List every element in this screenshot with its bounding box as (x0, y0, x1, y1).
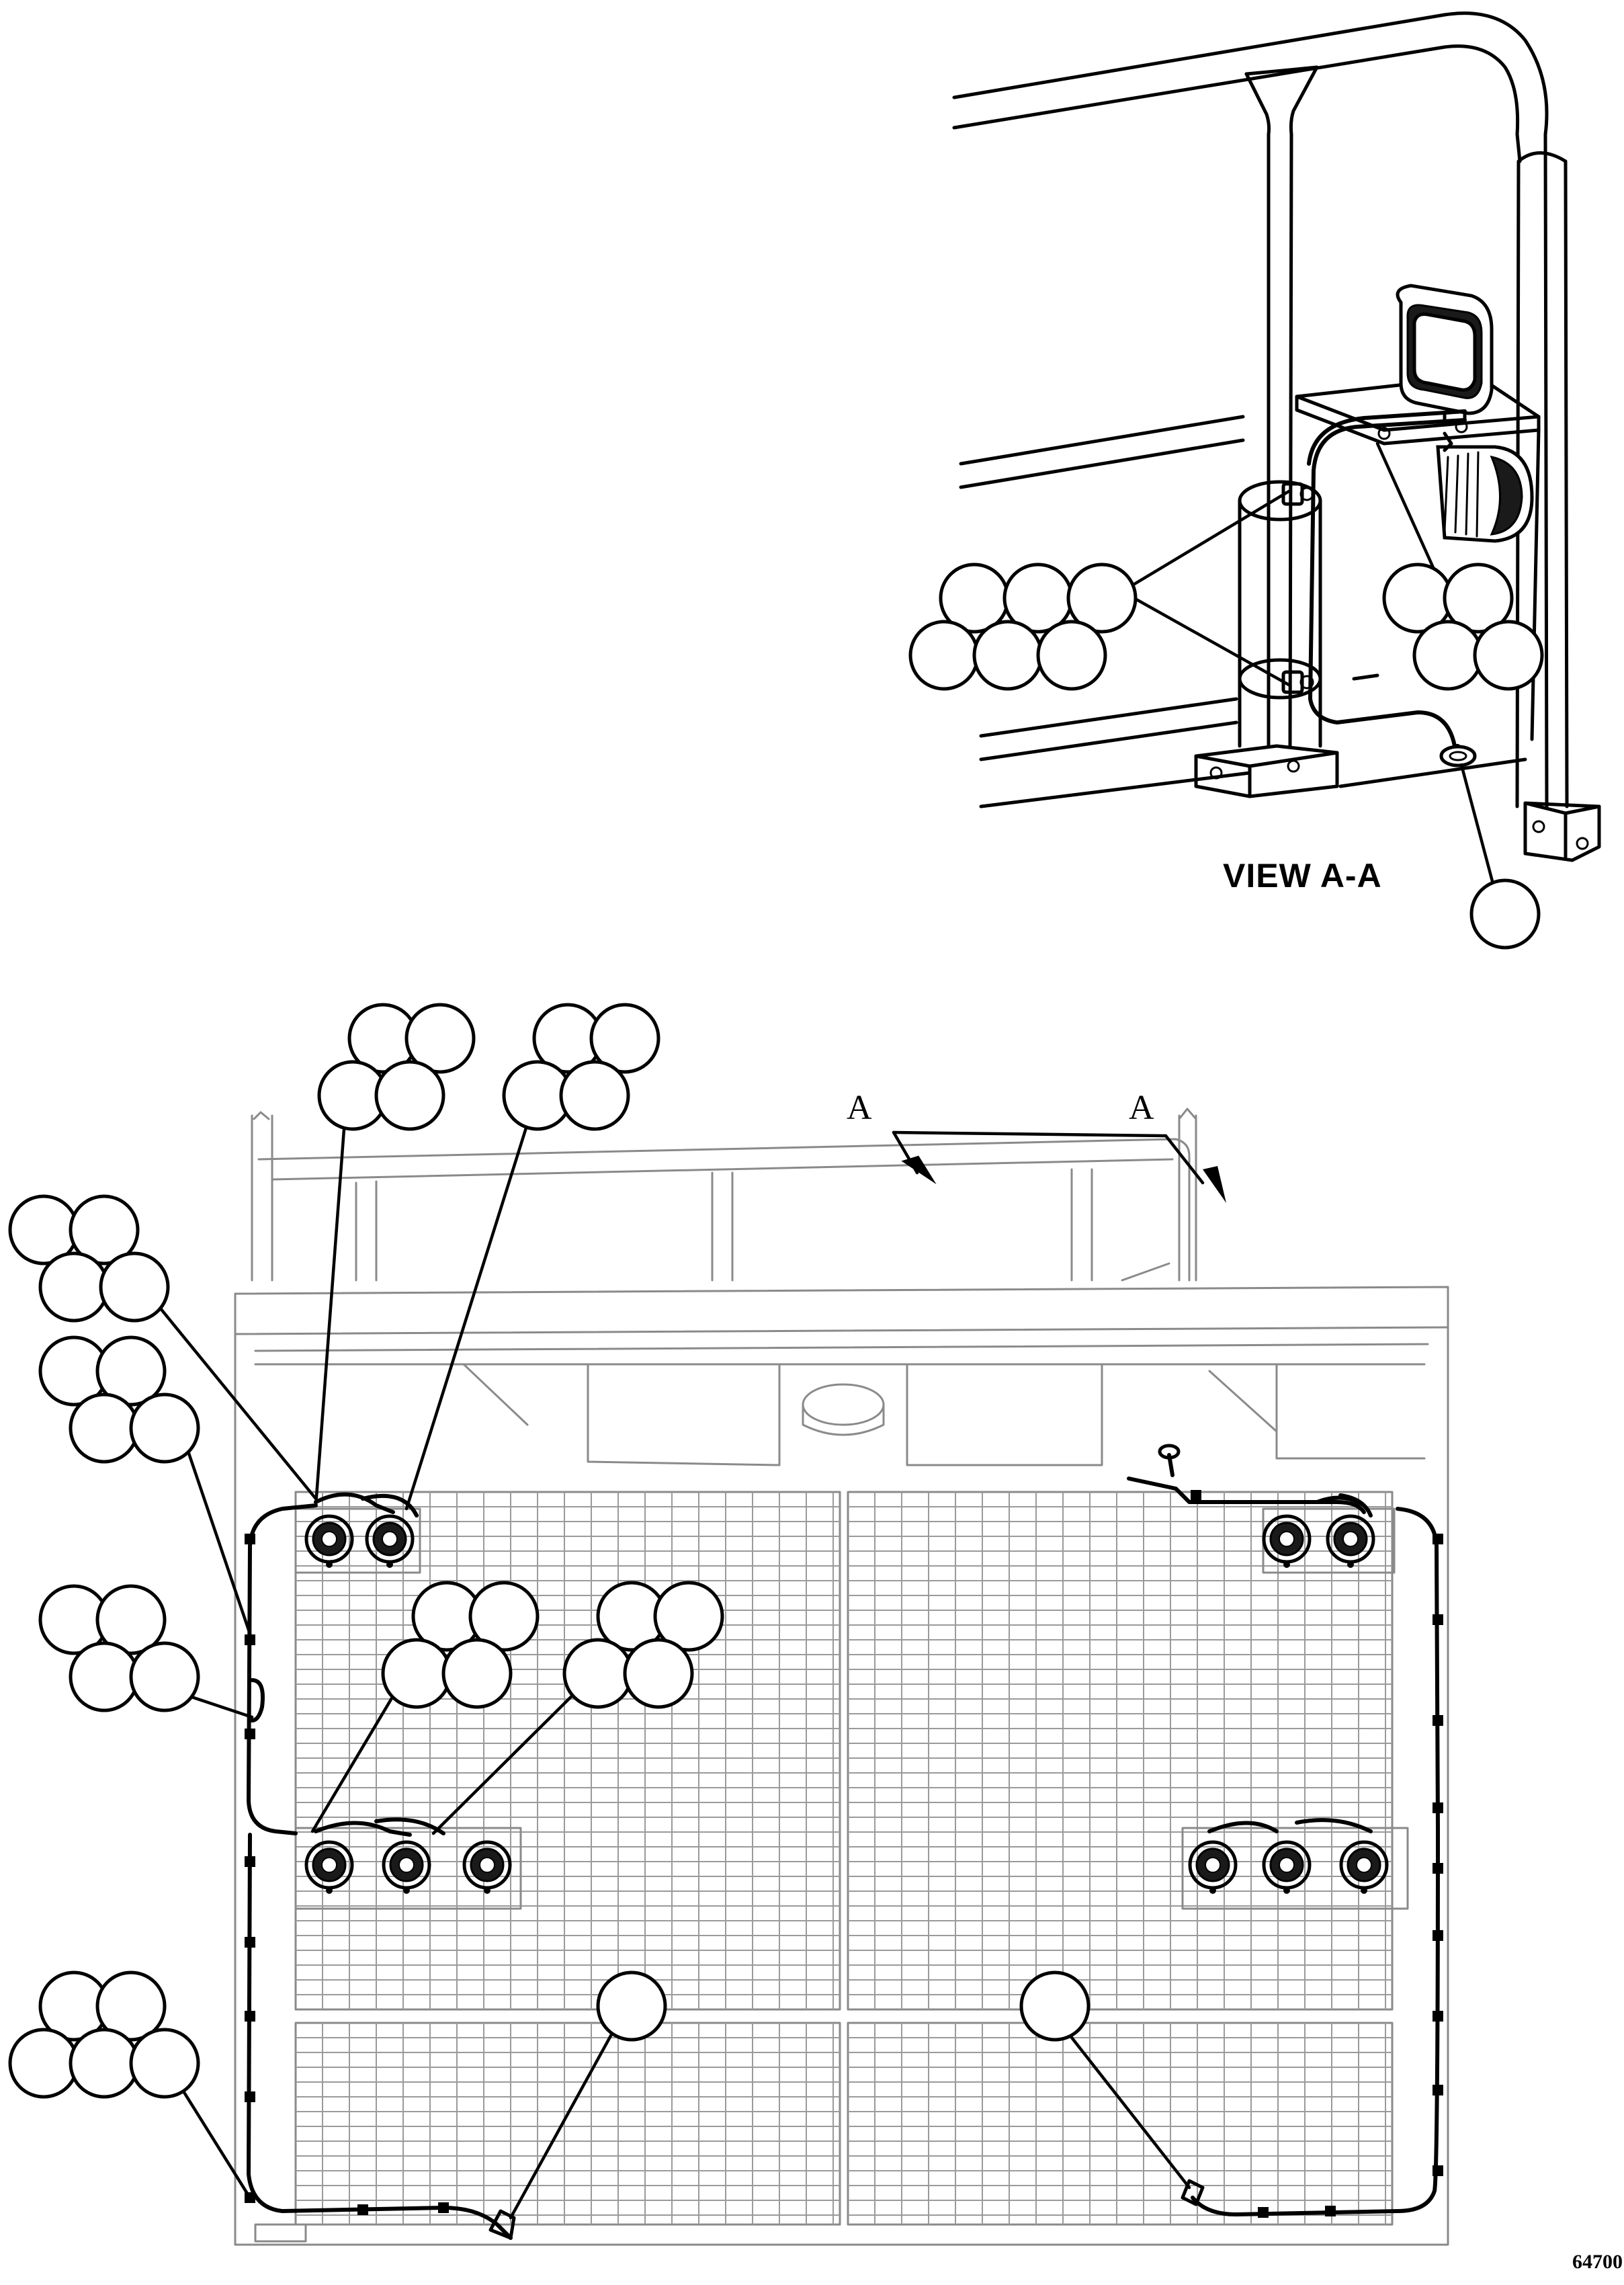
figure-number: 64700 (1572, 2251, 1623, 2273)
main-assembly-view: A A (8, 1003, 1623, 2273)
view-label: VIEW A-A (1223, 857, 1382, 895)
grating (296, 1492, 1392, 2225)
callout-bubbles (8, 1003, 1091, 2099)
lights (304, 1514, 1389, 1894)
view-a-a-detail: VIEW A-A (908, 11, 1601, 950)
section-label-right: A (1129, 1089, 1154, 1127)
section-label-left: A (847, 1089, 872, 1127)
